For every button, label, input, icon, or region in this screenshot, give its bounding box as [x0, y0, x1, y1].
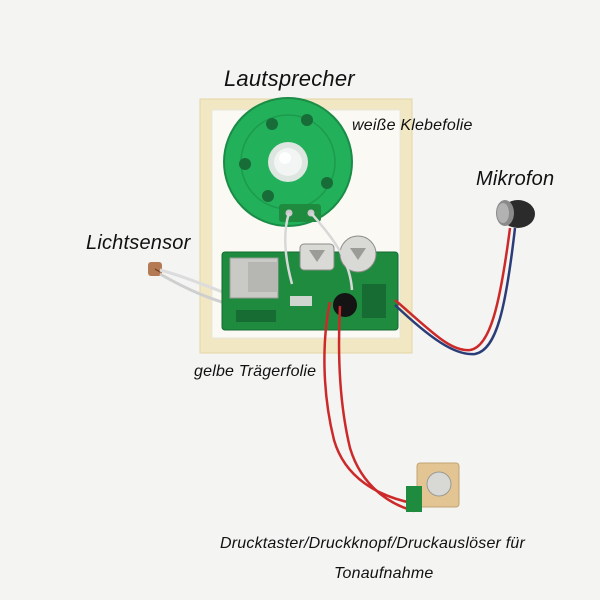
- push-button-module: [406, 462, 460, 512]
- push-button-purpose-label: Tonaufnahme: [334, 565, 434, 582]
- speaker-wire: [284, 212, 294, 285]
- microphone: [496, 200, 535, 228]
- white-foil-label: weiße Klebefolie: [352, 117, 473, 134]
- circuit-board: [221, 235, 399, 331]
- speaker-wire: [310, 212, 354, 291]
- push-button-wire: [337, 305, 415, 513]
- light-sensor-label: Lichtsensor: [86, 232, 191, 254]
- microphone-label: Mikrofon: [476, 168, 555, 190]
- speaker-label: Lautsprecher: [224, 66, 355, 91]
- microphone-wire-red: [394, 227, 512, 352]
- push-button-label: Drucktaster/Druckknopf/Druckauslöser für: [220, 535, 525, 552]
- microphone-wire-blue: [394, 227, 517, 356]
- speaker: [223, 97, 353, 227]
- yellow-foil-label: gelbe Trägerfolie: [194, 363, 317, 380]
